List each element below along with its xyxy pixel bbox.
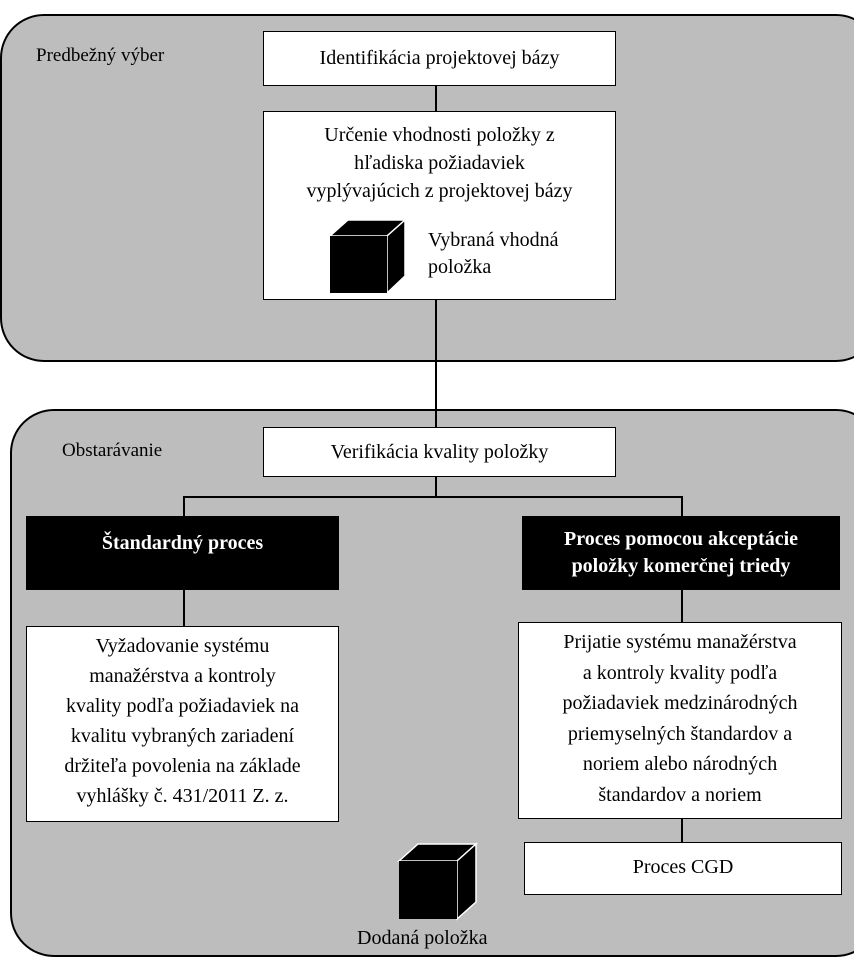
cgd-process-box: Proces CGD — [524, 842, 842, 895]
suitability-line: Určenie vhodnosti položky z — [324, 124, 555, 146]
selected-item-line: Vybraná vhodná — [428, 229, 559, 251]
suitability-line: hľadiska požiadaviek — [354, 152, 525, 174]
commercial-process-detail-box: Prijatie systému manažérstva a kontroly … — [518, 622, 842, 819]
connector-verification-branch — [435, 477, 437, 498]
standard-detail-line: kvalitu vybraných zariadení — [70, 725, 295, 747]
commercial-detail-line: Prijatie systému manažérstva — [563, 631, 797, 653]
standard-process-detail-box: Vyžadovanie systému manažérstva a kontro… — [26, 626, 339, 822]
preliminary-selection-title: Predbežný výber — [36, 45, 165, 66]
commercial-detail-line: požiadaviek medzinárodných — [562, 692, 798, 714]
delivered-item-caption: Dodaná položka — [357, 927, 488, 949]
suitability-line: vyplývajúcich z projektovej bázy — [306, 180, 573, 202]
verification-box: Verifikácia kvality položky — [263, 427, 616, 477]
connector-identification-suitability — [435, 86, 437, 111]
connector-branch-horizontal — [183, 496, 683, 498]
commercial-process-label-line: položky komerčnej triedy — [571, 555, 791, 577]
cgd-process-label: Proces CGD — [632, 856, 734, 878]
connector-commercial-cgd — [681, 819, 683, 842]
standard-detail-line: vyhlášky č. 431/2011 Z. z. — [76, 785, 289, 807]
identification-box: Identifikácia projektovej bázy — [263, 31, 616, 86]
standard-detail-line: Vyžadovanie systému — [95, 635, 270, 657]
connector-branch-right — [681, 496, 683, 516]
procurement-title: Obstarávanie — [62, 440, 163, 461]
selected-item-caption: Vybraná vhodná položka — [428, 227, 559, 281]
commercial-detail-line: štandardov a noriem — [598, 783, 762, 806]
standard-detail-line: držiteľa povolenia na základe — [64, 755, 301, 777]
verification-box-label: Verifikácia kvality položky — [330, 441, 549, 463]
standard-process-box: Štandardný proces — [26, 516, 339, 590]
standard-detail-line: manažérstva a kontroly — [89, 665, 276, 687]
connector-branch-left — [183, 496, 185, 516]
cube-icon — [328, 218, 407, 295]
commercial-process-box: Proces pomocou akceptácie položky komerč… — [522, 516, 840, 590]
standard-process-label: Štandardný proces — [101, 532, 264, 554]
selected-item-line: položka — [428, 256, 492, 278]
identification-box-label: Identifikácia projektovej bázy — [319, 47, 560, 69]
commercial-detail-line: noriem alebo národných — [582, 753, 778, 775]
suitability-box: Určenie vhodnosti položky z hľadiska pož… — [263, 111, 616, 300]
standard-detail-line: kvality podľa požiadaviek na — [65, 695, 300, 717]
connector-standard-detail — [183, 590, 185, 626]
commercial-detail-line: a kontroly kvality podľa — [582, 661, 778, 684]
connector-panels — [435, 300, 437, 427]
connector-commercial-detail — [681, 590, 683, 622]
cube-icon — [397, 842, 478, 921]
commercial-detail-line: priemyselných štandardov a — [567, 722, 793, 745]
commercial-process-label-line: Proces pomocou akceptácie — [563, 528, 799, 550]
